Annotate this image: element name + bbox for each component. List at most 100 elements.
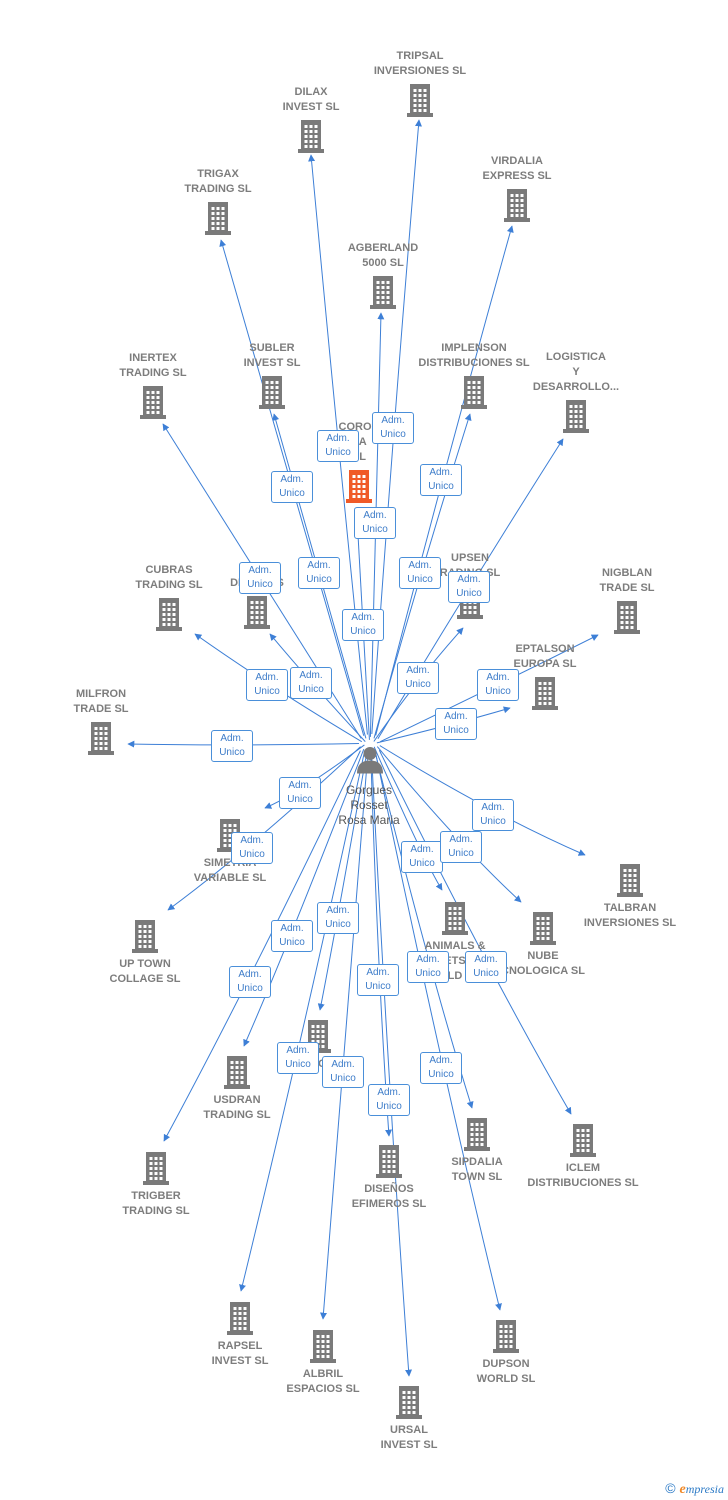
company-node[interactable]: TRIGBER TRADING SL [122,1151,190,1217]
company-label[interactable]: SIMETRIA VARIABLE SL [193,857,267,884]
building-icon[interactable] [156,597,182,631]
person-icon[interactable] [355,745,385,780]
building-icon[interactable] [310,1329,336,1363]
building-icon[interactable] [493,1319,519,1353]
building-icon[interactable] [614,600,640,634]
company-label[interactable]: MILFRON TRADE SL [73,688,129,715]
building-icon[interactable] [346,469,372,503]
building-icon[interactable] [407,83,433,117]
role-badge[interactable]: Adm.Unico [368,1084,410,1116]
role-badge[interactable]: Adm.Unico [399,557,441,589]
role-badge[interactable]: Adm.Unico [420,1052,462,1084]
building-icon[interactable] [504,188,530,222]
role-badge[interactable]: Adm.Unico [290,667,332,699]
company-label[interactable]: TRIPSAL INVERSIONES SL [373,50,467,77]
company-node[interactable]: LOGISTICA Y DESARROLLO... [533,351,619,433]
building-icon[interactable] [563,399,589,433]
company-node[interactable]: ANIMALS & ETS LD [424,901,486,982]
company-node[interactable]: URSAL INVEST SL [381,1385,437,1451]
role-badge[interactable]: Adm.Unico [239,562,281,594]
building-icon[interactable] [461,375,487,409]
company-node[interactable]: TALBRAN INVERSIONES SL [584,863,676,929]
company-node[interactable]: EPTALSON EUROPA SL [514,643,576,710]
company-node[interactable]: DISTRI ES [230,577,284,629]
company-node[interactable]: VIRDALIA EXPRESS SL [482,155,552,222]
building-icon[interactable] [244,595,270,629]
role-badge[interactable]: Adm.Unico [229,966,271,998]
company-label[interactable]: DILAX INVEST SL [282,86,340,113]
role-badge[interactable]: Adm.Unico [342,609,384,641]
company-label[interactable]: CUBRAS TRADING SL [135,564,203,591]
role-badge[interactable]: Adm.Unico [372,412,414,444]
role-badge[interactable]: Adm.Unico [246,669,288,701]
role-badge[interactable]: Adm.Unico [401,841,443,873]
role-badge[interactable]: Adm.Unico [271,920,313,952]
person-name[interactable]: Gorgues Rosset Rosa Maria [338,783,400,827]
company-label[interactable]: DUPSON WORLD SL [476,1358,536,1385]
company-label[interactable]: USDRAN TRADING SL [203,1094,271,1121]
role-badge[interactable]: Adm.Unico [317,902,359,934]
company-label[interactable]: URSAL INVEST SL [380,1424,438,1451]
company-label[interactable]: ANIMALS & ETS LD [424,940,486,982]
company-label[interactable]: LOGISTICA Y DESARROLLO... [532,351,620,393]
role-badge[interactable]: Adm.Unico [465,951,507,983]
company-node[interactable]: CORON EA SL [339,421,379,503]
role-badge[interactable]: Adm.Unico [397,662,439,694]
company-label[interactable]: RAPSEL INVEST SL [211,1340,269,1367]
building-icon[interactable] [376,1144,402,1178]
role-badge[interactable]: Adm.Unico [420,464,462,496]
role-badge[interactable]: Adm.Unico [407,951,449,983]
role-badge[interactable]: Adm.Unico [271,471,313,503]
building-icon[interactable] [396,1385,422,1419]
role-badge[interactable]: Adm.Unico [440,831,482,863]
role-badge[interactable]: Adm.Unico [322,1056,364,1088]
company-label[interactable]: EPTALSON EUROPA SL [513,643,577,670]
company-node[interactable]: INERTEX TRADING SL [119,352,187,419]
company-node[interactable]: MILFRON TRADE SL [74,688,129,755]
company-node[interactable]: SIPDALIA TOWN SL [451,1117,503,1183]
company-label[interactable]: SIPDALIA TOWN SL [451,1156,503,1183]
company-node[interactable]: ALBRIL ESPACIOS SL [286,1329,360,1395]
role-badge[interactable]: Adm.Unico [317,430,359,462]
company-label[interactable]: TRIGAX TRADING SL [184,168,252,195]
company-node[interactable]: CUBRAS TRADING SL [135,564,203,631]
building-icon[interactable] [370,275,396,309]
company-label[interactable]: VIRDALIA EXPRESS SL [482,155,552,182]
company-label[interactable]: UP TOWN COLLAGE SL [109,958,181,985]
role-badge[interactable]: Adm.Unico [231,832,273,864]
building-icon[interactable] [224,1055,250,1089]
building-icon[interactable] [143,1151,169,1185]
role-badge[interactable]: Adm.Unico [448,571,490,603]
building-icon[interactable] [464,1117,490,1151]
building-icon[interactable] [205,201,231,235]
role-badge[interactable]: Adm.Unico [472,799,514,831]
company-node[interactable]: USDRAN TRADING SL [203,1055,271,1121]
company-node[interactable]: AGBERLAND 5000 SL [348,242,418,309]
building-icon[interactable] [617,863,643,897]
company-label[interactable]: TRIGBER TRADING SL [122,1190,190,1217]
company-label[interactable]: TALBRAN INVERSIONES SL [583,902,677,929]
company-node[interactable]: RAPSEL INVEST SL [212,1301,268,1367]
building-icon[interactable] [259,375,285,409]
company-label[interactable]: ALBRIL ESPACIOS SL [286,1368,360,1395]
role-badge[interactable]: Adm.Unico [477,669,519,701]
company-label[interactable]: NUBE CNOLOGICA SL [501,950,585,977]
company-node[interactable]: SUBLER INVEST SL [244,342,300,409]
building-icon[interactable] [532,676,558,710]
role-badge[interactable]: Adm.Unico [354,507,396,539]
building-icon[interactable] [298,119,324,153]
company-node[interactable]: ICLEM DISTRIBUCIONES SL [527,1123,639,1189]
company-node[interactable]: UP TOWN COLLAGE SL [110,919,180,985]
company-node[interactable]: IMPLENSON DISTRIBUCIONES SL [418,342,530,409]
building-icon[interactable] [227,1301,253,1335]
role-badge[interactable]: Adm.Unico [279,777,321,809]
company-label[interactable]: SUBLER INVEST SL [243,342,301,369]
building-icon[interactable] [530,911,556,945]
building-icon[interactable] [132,919,158,953]
company-label[interactable]: DISEÑOS EFIMEROS SL [351,1183,427,1210]
company-label[interactable]: ICLEM DISTRIBUCIONES SL [527,1162,639,1189]
building-icon[interactable] [442,901,468,935]
company-node[interactable]: DUPSON WORLD SL [477,1319,535,1385]
company-node[interactable]: TRIPSAL INVERSIONES SL [374,50,466,117]
company-node[interactable]: NIGBLAN TRADE SL [600,567,655,634]
